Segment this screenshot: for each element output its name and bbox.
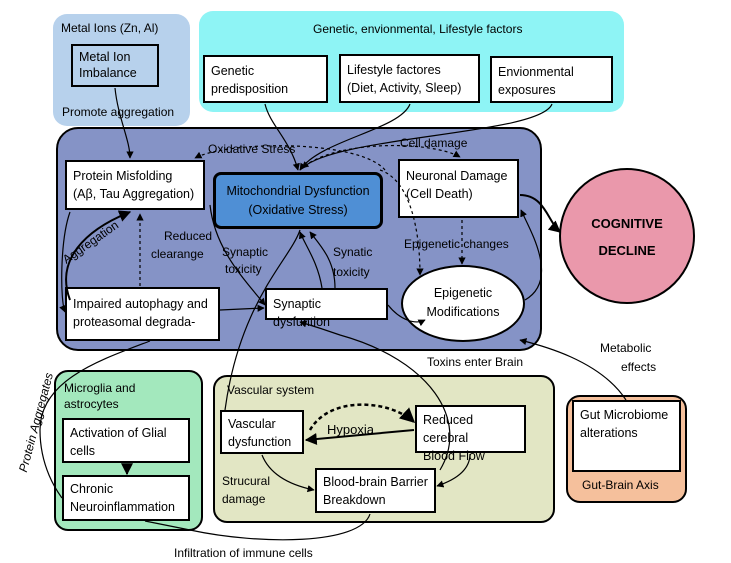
hypoxia-label: Hypoxia [327, 422, 374, 437]
lifestyle-factors-box: Lifestyle factores (Diet, Activity, Slee… [339, 54, 480, 103]
chronic-neuroinflammation-box: Chronic Neuroinflammation [62, 475, 190, 521]
mitochondrial-dysfunction-box: Mitochondrial Dysfunction (Oxidative Str… [213, 172, 383, 229]
vascular-dysfunction-box: Vascular dysfunction [220, 410, 304, 454]
epigenetic-modifications-box: Epigenetic Modifications [401, 265, 525, 342]
microglia-title-1: Microglia and [64, 381, 136, 395]
reduced-label: Reduced [164, 229, 213, 243]
synaptic-toxicity-left-1: Synaptic [222, 245, 269, 259]
infiltration-label: Infiltration of immune cells [174, 546, 313, 560]
toxins-enter-brain-label: Toxins enter Brain [427, 355, 524, 369]
metal-ion-imbalance-box: Metal Ion Imbalance [71, 44, 159, 87]
vascular-title: Vascular system [227, 383, 315, 397]
impaired-autophagy-box: Impaired autophagy and proteasomal degra… [65, 287, 220, 341]
clearance-label: clearange [151, 247, 204, 261]
gut-microbiome-box: Gut Microbiome alterations [572, 400, 681, 472]
synaptic-toxicity-left-2: toxicity [225, 262, 262, 276]
neuronal-damage-box: Neuronal Damage (Cell Death) [398, 159, 519, 218]
damage-label: damage [222, 492, 266, 506]
metal-ions-title: Metal Ions (Zn, Al) [61, 21, 159, 35]
oxidative-stress-label: Oxidative Stress [208, 142, 296, 156]
protein-aggregates-label: Protein Aggregates [16, 371, 56, 474]
genetic-factors-title: Genetic, envionmental, Lifestyle factors [313, 22, 523, 36]
synaptic-dysfunction-box: Synaptic dysfuntion [265, 288, 388, 329]
cell-damage-label: Cell damage [400, 136, 468, 150]
effects-label: effects [621, 360, 657, 374]
synaptic-toxicity-right-2: toxicity [333, 265, 370, 279]
cognitive-decline-circle: COGNITIVE DECLINE [559, 168, 695, 304]
gut-brain-title: Gut-Brain Axis [582, 478, 659, 492]
synaptic-toxicity-right-1: Synatic [333, 245, 373, 259]
metabolic-label: Metabolic [600, 341, 652, 355]
strucural-label: Strucural [222, 474, 271, 488]
epigenetic-changes-label: Epigenetic changes [404, 237, 509, 251]
genetic-predisposition-box: Genetic predisposition [203, 55, 328, 103]
activation-glial-box: Activation of Glial cells [62, 418, 190, 463]
promote-aggregation-label: Promote aggregation [62, 105, 175, 119]
environmental-exposures-box: Envionmental exposures [490, 56, 613, 103]
bbb-breakdown-box: Blood-brain Barrier Breakdown [315, 468, 436, 513]
reduced-blood-flow-box: Reduced cerebral Blood Flow [415, 405, 526, 463]
protein-misfolding-box: Protein Misfolding (Aβ, Tau Aggregation) [65, 160, 205, 210]
microglia-title-2: astrocytes [64, 397, 119, 411]
